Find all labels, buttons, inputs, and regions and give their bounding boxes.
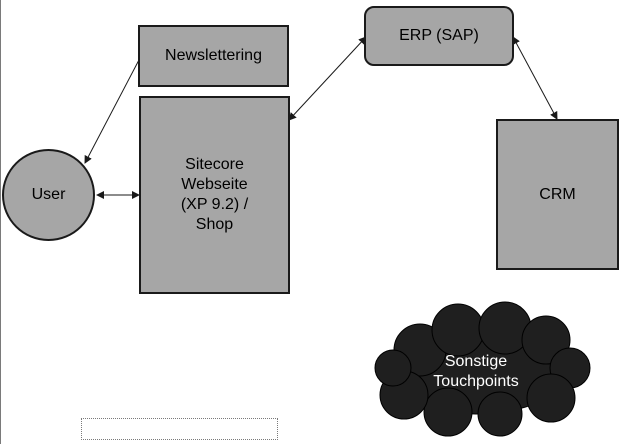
edge-erp-crm bbox=[512, 36, 558, 120]
touchpoints-node: Sonstige Touchpoints bbox=[380, 348, 572, 396]
erp-node: ERP (SAP) bbox=[364, 6, 514, 66]
edge-newsletter-to-user bbox=[84, 57, 141, 164]
crm-label: CRM bbox=[539, 185, 576, 203]
sitecore-label: Sitecore Webseite (XP 9.2) / Shop bbox=[180, 156, 249, 233]
empty-text-box[interactable] bbox=[81, 418, 278, 440]
left-border bbox=[0, 0, 1, 444]
newsletter-label: Newslettering bbox=[165, 47, 262, 64]
user-label: User bbox=[31, 186, 66, 203]
erp-label: ERP (SAP) bbox=[399, 27, 479, 44]
edge-sitecore-erp bbox=[288, 36, 367, 121]
user-node: User bbox=[2, 149, 95, 241]
newsletter-node: Newslettering bbox=[138, 25, 289, 87]
crm-node: CRM bbox=[496, 119, 619, 270]
touchpoints-label: Sonstige Touchpoints bbox=[433, 353, 519, 390]
sitecore-node: Sitecore Webseite (XP 9.2) / Shop bbox=[139, 96, 290, 294]
touchpoints-cloud-shape bbox=[374, 301, 591, 437]
